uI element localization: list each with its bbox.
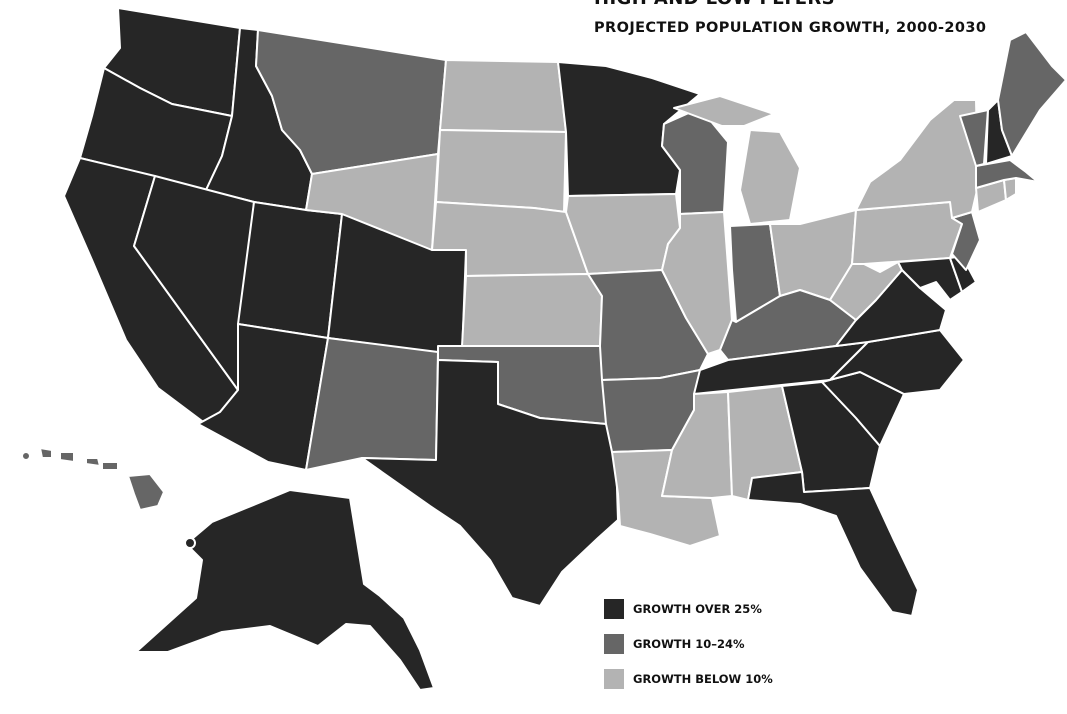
legend: GROWTH OVER 25% GROWTH 10–24% GROWTH BEL…: [604, 598, 773, 703]
legend-swatch-high: [604, 598, 624, 619]
state-KS[interactable]: [461, 273, 603, 347]
state-VT[interactable]: [959, 109, 989, 167]
legend-item-high: GROWTH OVER 25%: [604, 598, 773, 619]
legend-swatch-mid: [604, 633, 624, 654]
state-NM[interactable]: [305, 337, 439, 471]
state-AK[interactable]: [135, 489, 435, 691]
state-SD[interactable]: [435, 129, 567, 213]
legend-swatch-low: [604, 668, 624, 689]
state-NY[interactable]: [855, 99, 979, 219]
state-HI[interactable]: [21, 447, 165, 511]
state-WY[interactable]: [305, 153, 439, 251]
state-RI[interactable]: [1003, 177, 1017, 201]
state-MA[interactable]: [975, 159, 1039, 189]
state-UT[interactable]: [237, 201, 343, 339]
state-IL[interactable]: [661, 211, 733, 355]
state-ME[interactable]: [997, 31, 1067, 157]
legend-label-mid: GROWTH 10–24%: [633, 636, 745, 651]
map-subtitle: PROJECTED POPULATION GROWTH, 2000-2030: [594, 20, 987, 36]
state-ND[interactable]: [439, 59, 567, 133]
state-FL[interactable]: [747, 471, 919, 617]
legend-label-low: GROWTH BELOW 10%: [633, 671, 773, 686]
map-title: HIGH AND LOW FLYERS: [594, 0, 835, 9]
legend-item-low: GROWTH BELOW 10%: [604, 668, 773, 689]
state-PA[interactable]: [851, 201, 963, 265]
state-TX[interactable]: [361, 359, 619, 607]
legend-label-high: GROWTH OVER 25%: [633, 601, 762, 616]
state-MI[interactable]: [673, 95, 801, 225]
legend-item-mid: GROWTH 10–24%: [604, 633, 773, 654]
